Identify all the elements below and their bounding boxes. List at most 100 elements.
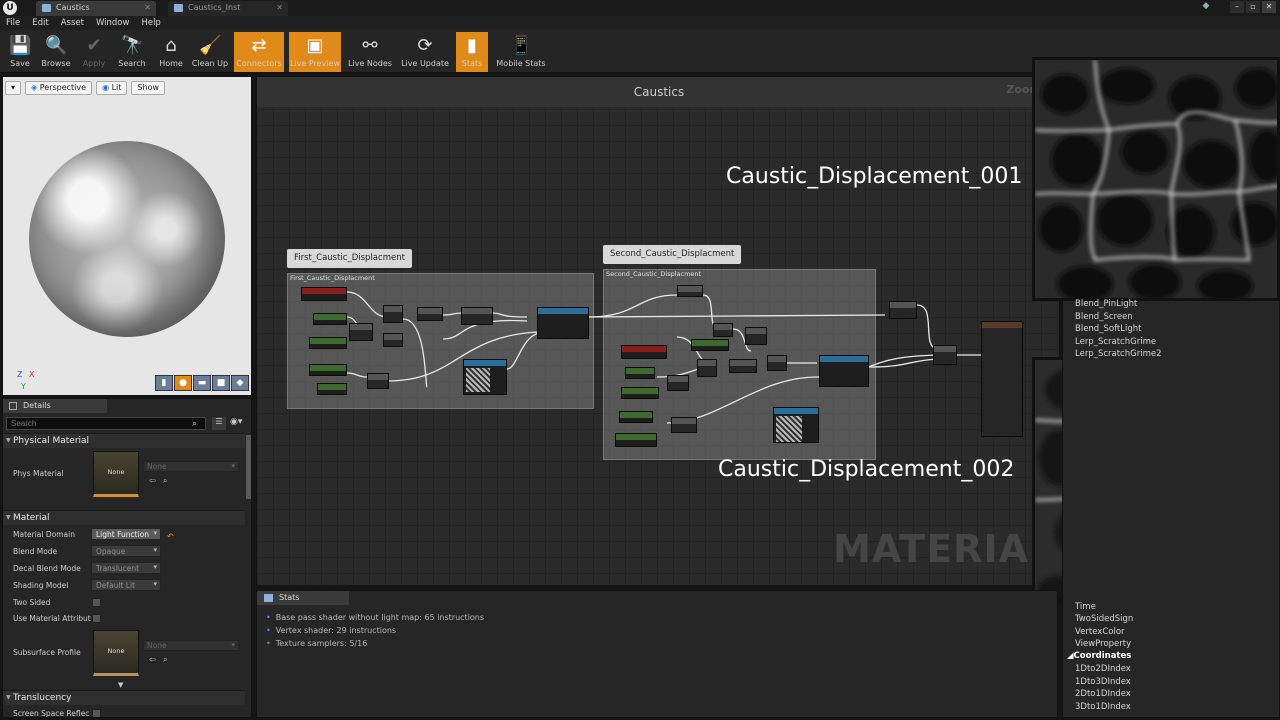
node-wave-speed-param[interactable] (621, 387, 659, 399)
phys-material-combo[interactable]: None▾ (143, 461, 239, 472)
notification-icon[interactable]: ◆ (1202, 1, 1210, 11)
shading-model-combo[interactable]: Default Lit▾ (91, 579, 161, 591)
node-time[interactable] (383, 333, 403, 347)
node-motion-flipbook[interactable] (537, 307, 589, 339)
node-scale-param[interactable] (625, 367, 655, 379)
mobile-stats-button[interactable]: 📱Mobile Stats (496, 35, 546, 68)
node-mask[interactable] (417, 307, 443, 321)
screen-space-reflections-checkbox[interactable] (92, 709, 101, 717)
node-wave-speed-param[interactable] (691, 339, 729, 351)
palette-item[interactable]: Blend_SoftLight (1075, 324, 1142, 334)
list-view-icon[interactable]: ☰ (212, 417, 226, 430)
palette-item[interactable]: Blend_PinLight (1075, 299, 1138, 309)
cube-preview-icon[interactable]: ■ (212, 375, 230, 391)
node-wave-speed-param[interactable] (615, 433, 657, 447)
mesh-preview-icon[interactable]: ◆ (231, 375, 249, 391)
details-scrollbar[interactable] (246, 435, 251, 499)
palette-item[interactable]: Lerp_ScratchGrime (1075, 337, 1157, 347)
subsurface-profile-combo[interactable]: None▾ (143, 640, 239, 651)
tab-details[interactable]: Details (3, 399, 107, 413)
save-button[interactable]: 💾Save (9, 35, 32, 68)
live-update-button[interactable]: ⟳Live Update (401, 35, 449, 68)
viewport-options-button[interactable]: ▾ (5, 81, 22, 95)
eye-icon[interactable]: ◉▾ (230, 417, 243, 427)
palette-item[interactable]: Lerp_ScratchGrime2 (1075, 349, 1162, 359)
node-absolute-world-position[interactable] (301, 287, 347, 301)
node-mask[interactable] (677, 285, 703, 297)
node-power[interactable] (889, 301, 917, 319)
close-icon[interactable]: ✕ (276, 3, 283, 12)
close-icon[interactable]: ✕ (144, 3, 151, 12)
browse-button[interactable]: 🔍Browse (41, 35, 71, 68)
node-multiply[interactable] (671, 417, 697, 433)
tab-caustics-inst[interactable]: Caustics_Inst ✕ (168, 1, 288, 16)
live-nodes-button[interactable]: ⚯Live Nodes (348, 35, 392, 68)
live-preview-button[interactable]: ▣Live Preview (289, 32, 341, 72)
minimize-icon[interactable]: – (1230, 1, 1244, 13)
details-search-input[interactable] (6, 417, 206, 430)
node-multiply[interactable] (349, 323, 373, 341)
browse-asset-icon[interactable]: ⌕ (163, 655, 168, 664)
clean-up-button[interactable]: 🧹Clean Up (191, 35, 229, 68)
node-material-output[interactable] (981, 321, 1023, 437)
use-material-attributes-checkbox[interactable] (92, 614, 101, 623)
comment-bubble-second[interactable]: Second_Caustic_Displacment (603, 245, 742, 264)
comment-bubble-first[interactable]: First_Caustic_Displacment (287, 249, 412, 268)
node-scale-param[interactable] (619, 411, 653, 423)
section-physical-material[interactable]: ▼Physical Material (3, 433, 245, 448)
section-translucency[interactable]: ▼Translucency (3, 690, 245, 705)
menu-help[interactable]: Help (141, 18, 161, 28)
stats-button[interactable]: ▮Stats (456, 32, 488, 72)
node-scale-param[interactable] (313, 313, 347, 325)
menu-asset[interactable]: Asset (60, 18, 84, 28)
preview-viewport[interactable]: ▾ ◈ Perspective ◉ Lit Show Z X Y ▮ ● ▬ ■… (2, 76, 252, 396)
menu-file[interactable]: File (6, 18, 21, 28)
node-divide[interactable] (383, 305, 403, 323)
connectors-button[interactable]: ⇄Connectors (234, 32, 284, 72)
palette-item[interactable]: ViewProperty (1075, 639, 1132, 649)
browse-asset-icon[interactable]: ⌕ (163, 476, 168, 485)
palette-item[interactable]: 2Dto1DIndex (1075, 689, 1131, 699)
tab-caustics[interactable]: Caustics ✕ (36, 1, 156, 16)
node-mask[interactable] (729, 359, 757, 373)
blend-mode-combo[interactable]: Opaque▾ (91, 545, 161, 557)
node-append[interactable] (713, 323, 733, 337)
expand-advanced-icon[interactable]: ▼ (118, 681, 124, 689)
node-scale-param[interactable] (317, 383, 347, 395)
node-texture-sample[interactable] (773, 407, 819, 443)
use-selected-icon[interactable]: ⇦ (149, 655, 156, 664)
home-button[interactable]: ⌂Home (159, 35, 183, 68)
node-texture-sample[interactable] (463, 359, 507, 395)
node-absolute-world-position[interactable] (621, 345, 667, 359)
phys-material-thumbnail[interactable]: None (93, 451, 139, 497)
apply-button[interactable]: ✔Apply (82, 35, 106, 68)
sphere-preview-icon[interactable]: ● (174, 375, 192, 391)
plane-preview-icon[interactable]: ▬ (193, 375, 211, 391)
menu-edit[interactable]: Edit (32, 18, 49, 28)
close-window-icon[interactable]: ✕ (1262, 1, 1276, 13)
palette-item[interactable]: 3Dto1DIndex (1075, 702, 1131, 712)
node-multiply[interactable] (667, 375, 689, 391)
palette-item[interactable]: Time (1075, 602, 1096, 612)
node-panner[interactable] (461, 307, 493, 325)
node-wave-speed-param[interactable] (309, 364, 347, 376)
material-domain-combo[interactable]: Light Function▾ (91, 528, 161, 540)
decal-blend-mode-combo[interactable]: Translucent▾ (91, 562, 161, 574)
material-graph[interactable]: Caustics Zoom First_Caustic_Displacment … (256, 76, 1060, 586)
node-motion-flipbook[interactable] (819, 355, 869, 387)
palette-item[interactable]: TwoSidedSign (1075, 614, 1134, 624)
palette-item[interactable]: 1Dto2DIndex (1075, 664, 1131, 674)
lit-button[interactable]: ◉ Lit (96, 81, 128, 95)
perspective-button[interactable]: ◈ Perspective (25, 81, 93, 95)
tab-stats[interactable]: Stats (257, 591, 349, 605)
search-button[interactable]: 🔭Search (118, 35, 146, 68)
section-material[interactable]: ▼Material (3, 510, 245, 525)
maximize-icon[interactable]: ▫ (1246, 1, 1260, 13)
two-sided-checkbox[interactable] (92, 598, 101, 607)
cylinder-preview-icon[interactable]: ▮ (155, 375, 173, 391)
reset-to-default-icon[interactable]: ↶ (167, 532, 174, 541)
palette-category[interactable]: ◢Coordinates (1067, 651, 1132, 661)
menu-window[interactable]: Window (95, 18, 130, 28)
subsurface-profile-thumbnail[interactable]: None (93, 630, 139, 676)
use-selected-icon[interactable]: ⇦ (149, 476, 156, 485)
